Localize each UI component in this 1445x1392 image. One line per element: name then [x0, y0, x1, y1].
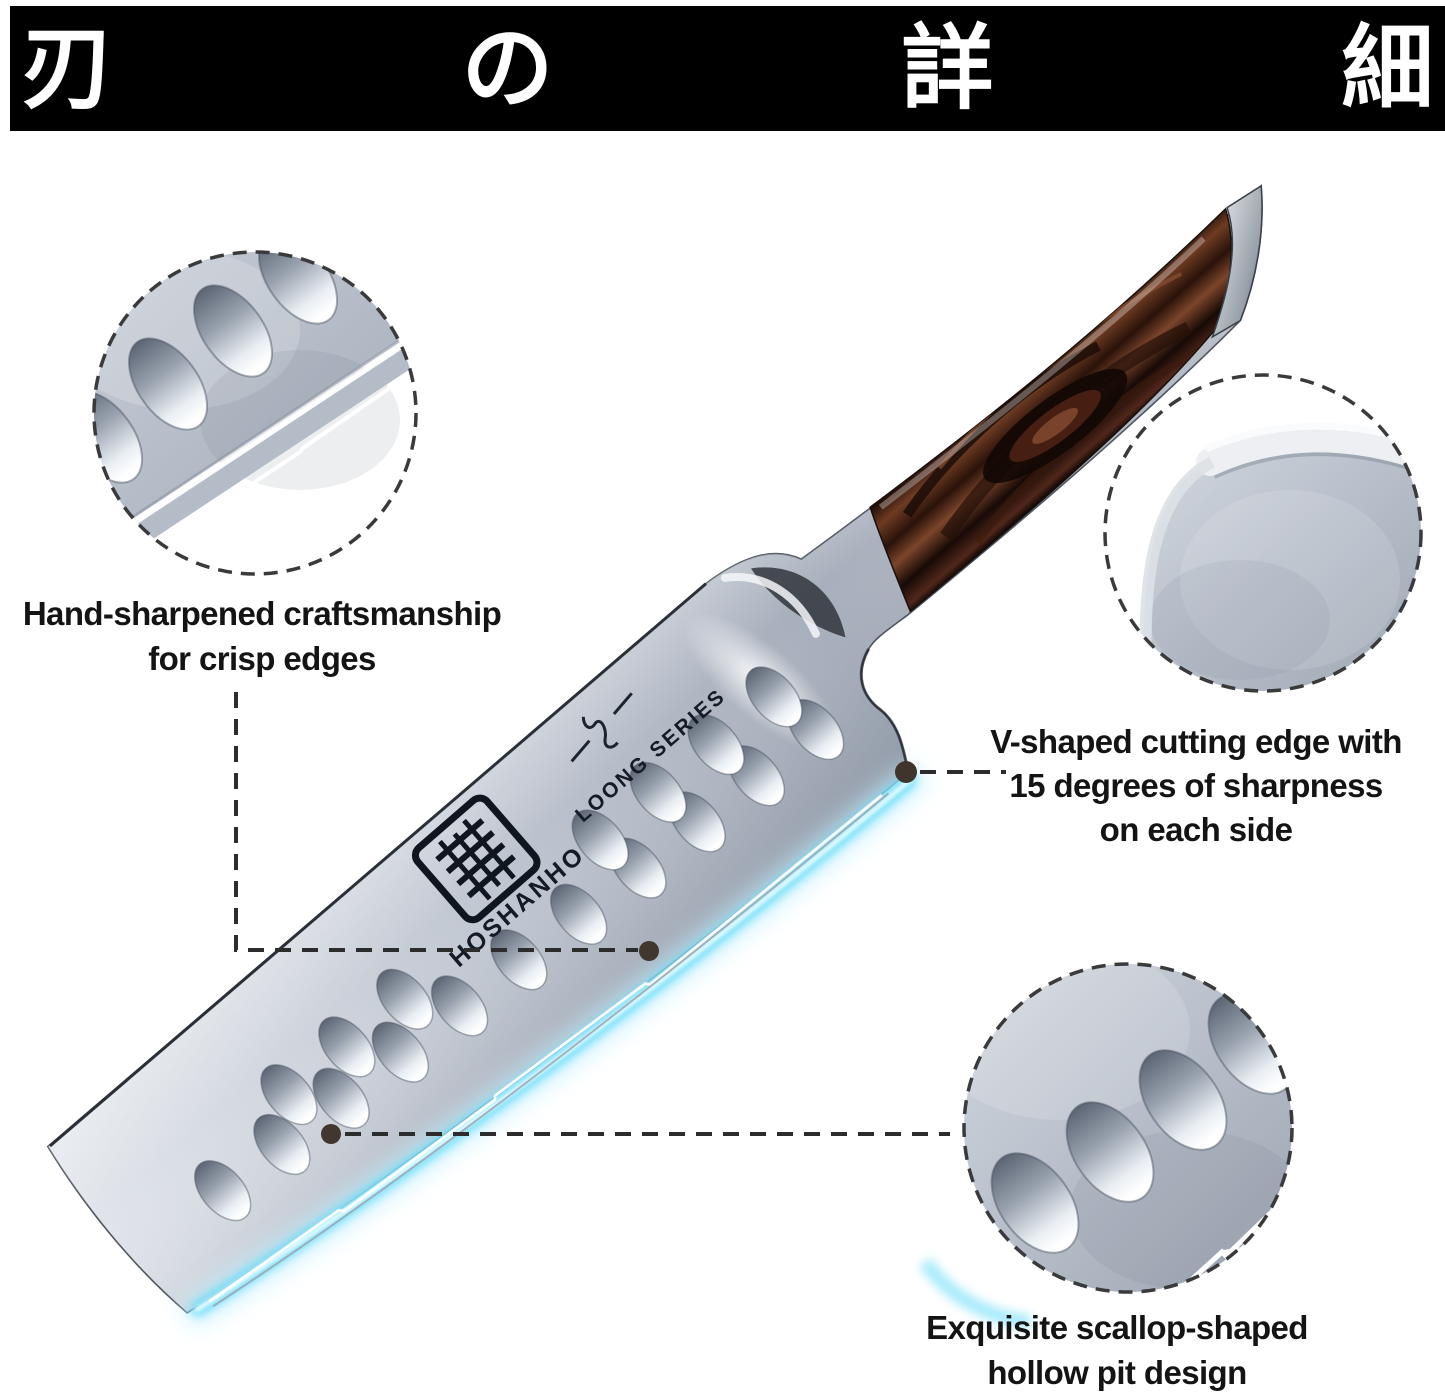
caption-line: Exquisite scallop-shaped	[926, 1309, 1308, 1346]
caption-line: on each side	[1099, 811, 1293, 848]
handle-endcap	[1210, 184, 1263, 339]
scallop-dimples	[194, 666, 845, 1222]
banner-title: 刃 の 詳 細	[21, 14, 1445, 122]
brand-seal	[411, 794, 541, 924]
dashed-circle-left	[92, 250, 418, 576]
title-banner: 刃 の 詳 細	[10, 6, 1445, 131]
caption-line: hollow pit design	[987, 1354, 1247, 1391]
caption-line: V-shaped cutting edge with	[990, 723, 1402, 760]
dashed-circle-bottom	[962, 962, 1294, 1294]
blade-spine	[49, 582, 707, 1148]
connector-left	[234, 692, 638, 952]
caption-v-shaped-edge: V-shaped cutting edge with 15 degrees of…	[956, 720, 1436, 852]
knife: HOSHANHO LOONG SERIES	[46, 184, 1263, 1324]
edge-highlight-line	[208, 794, 883, 1303]
magnified-glow-spill	[919, 1257, 1031, 1329]
pointer-dot-bottom	[321, 1124, 341, 1144]
zoom-callout-spine-right	[1103, 373, 1423, 693]
handle-wood	[869, 207, 1232, 613]
caption-hand-sharpened: Hand-sharpened craftsmanship for crisp e…	[22, 591, 502, 681]
pointer-dot-right	[895, 761, 917, 783]
caption-line: 15 degrees of sharpness	[1009, 767, 1383, 804]
bolster	[720, 567, 910, 773]
zoom-callout-scallop-bottom	[919, 962, 1294, 1329]
caption-line: Hand-sharpened craftsmanship	[22, 595, 502, 632]
magnified-spine-surface	[1143, 436, 1421, 691]
caption-scallop-design: Exquisite scallop-shaped hollow pit desi…	[877, 1305, 1357, 1392]
pointer-dot-left	[639, 941, 659, 961]
dragon-mark-icon	[570, 692, 633, 763]
dashed-circle-right	[1103, 373, 1423, 693]
zoom-callout-edge-left	[92, 250, 418, 576]
wood-grain	[878, 236, 1226, 545]
caption-line: for crisp edges	[148, 640, 376, 677]
edge-bevel-line	[212, 792, 890, 1308]
